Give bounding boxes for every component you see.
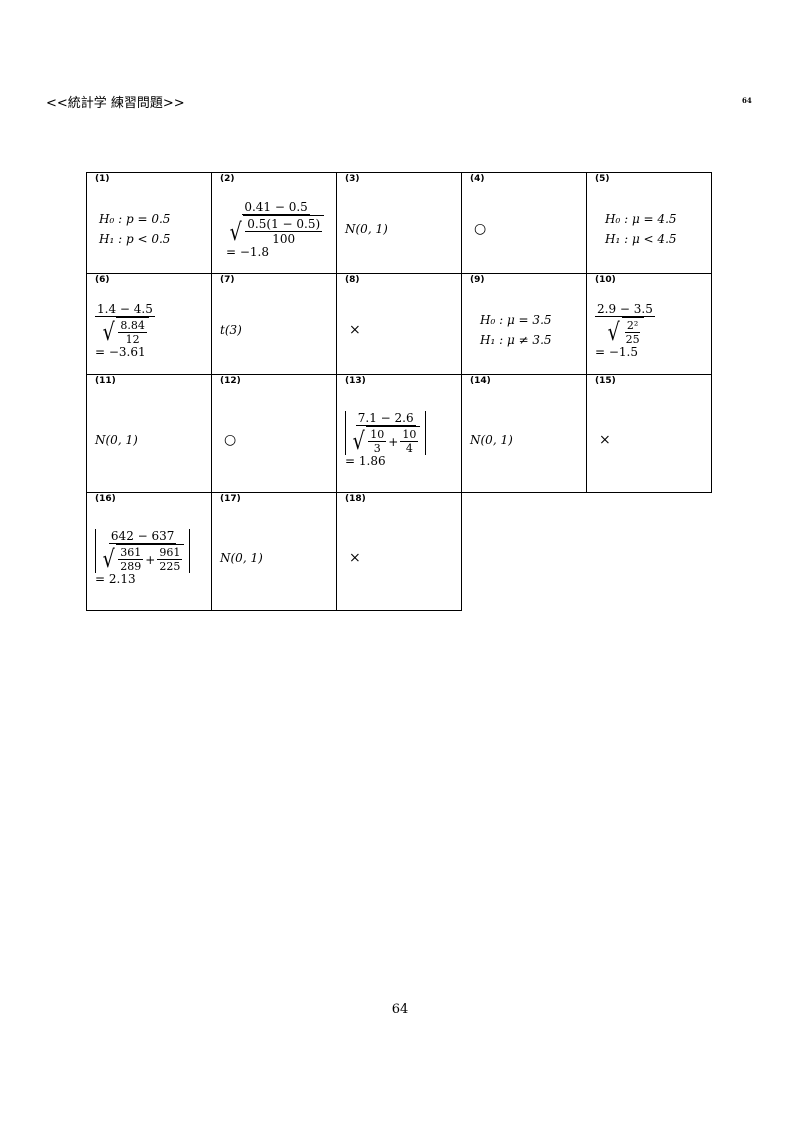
header-page-number: 64	[742, 96, 752, 105]
test-statistic-formula: 0.41 − 0.5√0.5(1 − 0.5)100	[226, 200, 326, 246]
answer-cell-4: (4) ○	[461, 172, 587, 274]
answer-cell-15: (15) ×	[586, 374, 712, 493]
circle-mark: ○	[474, 221, 487, 237]
cell-label: (4)	[470, 174, 485, 184]
answer-cell-17: (17) N(0, 1)	[211, 492, 337, 611]
answer-cell-3: (3) N(0, 1)	[336, 172, 462, 274]
answer-cell-7: (7) t(3)	[211, 273, 337, 375]
cell-label: (9)	[470, 275, 485, 285]
distribution-text: N(0, 1)	[220, 550, 263, 565]
null-hypothesis: H₀ : μ = 3.5	[480, 313, 552, 327]
answer-cell-9: (9) H₀ : μ = 3.5 H₁ : μ ≠ 3.5	[461, 273, 587, 375]
answer-table: (1) H₀ : p = 0.5 H₁ : p < 0.5 (2) 0.41 − …	[86, 172, 712, 611]
cell-label: (1)	[95, 174, 110, 184]
answer-cell-8: (8) ×	[336, 273, 462, 375]
answer-cell-5: (5) H₀ : μ = 4.5 H₁ : μ < 4.5	[586, 172, 712, 274]
cell-label: (12)	[220, 376, 241, 386]
cross-mark: ×	[349, 322, 361, 338]
result-value: = −3.61	[95, 344, 146, 359]
alt-hypothesis: H₁ : μ < 4.5	[605, 232, 677, 246]
alt-hypothesis: H₁ : p < 0.5	[99, 232, 171, 246]
running-header: <<統計学 練習問題>>	[46, 96, 185, 111]
answer-cell-12: (12) ○	[211, 374, 337, 493]
cell-label: (2)	[220, 174, 235, 184]
answer-cell-11: (11) N(0, 1)	[86, 374, 212, 493]
circle-mark: ○	[224, 431, 237, 448]
distribution-text: N(0, 1)	[95, 432, 138, 447]
cell-label: (13)	[345, 376, 366, 386]
empty-cell	[586, 492, 712, 611]
distribution-text: N(0, 1)	[345, 222, 388, 236]
cell-label: (14)	[470, 376, 491, 386]
cross-mark: ×	[349, 549, 361, 566]
cell-label: (11)	[95, 376, 116, 386]
cell-label: (15)	[595, 376, 616, 386]
cell-label: (6)	[95, 275, 110, 285]
distribution-text: t(3)	[220, 323, 242, 337]
empty-cell	[461, 492, 587, 611]
cell-label: (16)	[95, 494, 116, 504]
cell-label: (18)	[345, 494, 366, 504]
result-value: = −1.5	[595, 344, 639, 359]
alt-hypothesis: H₁ : μ ≠ 3.5	[480, 333, 552, 347]
answer-cell-18: (18) ×	[336, 492, 462, 611]
result-value: = 2.13	[95, 572, 136, 586]
result-value: = −1.8	[226, 244, 270, 259]
cell-label: (10)	[595, 275, 616, 285]
page-number: 64	[391, 1002, 409, 1017]
cell-label: (7)	[220, 275, 235, 285]
answer-cell-1: (1) H₀ : p = 0.5 H₁ : p < 0.5	[86, 172, 212, 274]
result-value: = 1.86	[345, 454, 386, 468]
cell-label: (5)	[595, 174, 610, 184]
cell-label: (8)	[345, 275, 360, 285]
null-hypothesis: H₀ : p = 0.5	[99, 212, 171, 226]
cell-label: (17)	[220, 494, 241, 504]
null-hypothesis: H₀ : μ = 4.5	[605, 212, 677, 226]
answer-cell-14: (14) N(0, 1)	[461, 374, 587, 493]
cell-label: (3)	[345, 174, 360, 184]
distribution-text: N(0, 1)	[470, 432, 513, 447]
answer-cell-2: (2) 0.41 − 0.5√0.5(1 − 0.5)100= −1.8	[211, 172, 337, 274]
cross-mark: ×	[599, 431, 611, 448]
